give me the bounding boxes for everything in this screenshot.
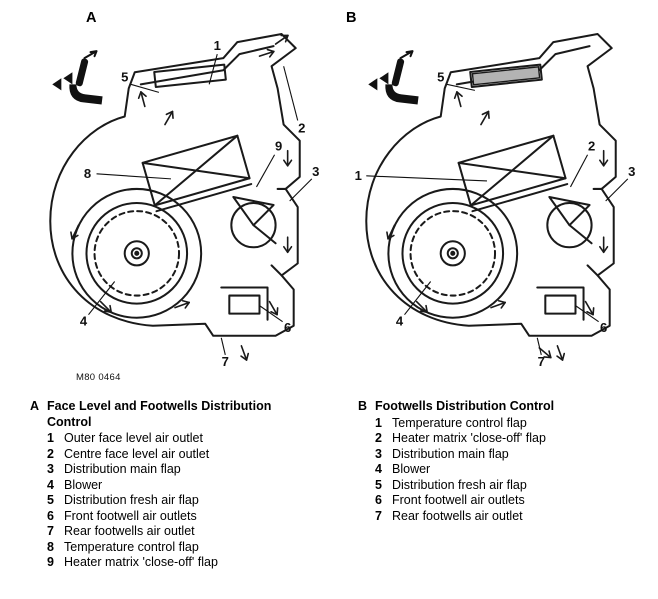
seat-airflow-icon <box>51 50 104 106</box>
legend-row: A Face Level and Footwells Distribution … <box>30 399 658 571</box>
legend-item-number: 8 <box>47 539 54 554</box>
legend-title-text: Footwells Distribution Control <box>375 399 555 413</box>
legend-item-text: Temperature control flap <box>64 539 199 554</box>
callout-number: 9 <box>275 139 282 154</box>
legend-title-text: Face Level and Footwells Distribution Co… <box>47 399 272 429</box>
callout-number: 6 <box>284 320 291 335</box>
hvac-diagram-b: 1 2 3 4 5 6 7 <box>355 28 635 369</box>
legend-item-text: Blower <box>64 477 103 492</box>
legend-b: B Footwells Distribution Control 1 Temper… <box>358 399 658 571</box>
callout-number: 2 <box>298 121 305 136</box>
legend-item-number: 5 <box>47 493 54 507</box>
legend-item: 4 Blower <box>47 478 358 494</box>
legend-item-number: 3 <box>47 462 54 476</box>
legend-item-text: Centre face level air outlet <box>64 446 210 461</box>
legend-item-number: 1 <box>375 415 382 430</box>
legend-a-title: A Face Level and Footwells Distribution … <box>30 399 358 430</box>
legend-item-text: Blower <box>392 462 431 476</box>
legend-item: 1 Temperature control flap <box>375 416 658 432</box>
callout-number: 6 <box>600 320 607 335</box>
legend-item-number: 6 <box>375 493 382 507</box>
legend-item-number: 3 <box>375 446 382 461</box>
legend-item-number: 2 <box>47 446 54 461</box>
legend-key: B <box>358 399 368 413</box>
legend-item: 1 Outer face level air outlet <box>47 431 358 447</box>
figure-reference-code: M80 0464 <box>76 372 121 383</box>
legend-item-text: Front footwell air outlets <box>64 508 197 523</box>
legend-item: 2 Centre face level air outlet <box>47 447 358 463</box>
legend-b-items: 1 Temperature control flap 2 Heater matrix… <box>375 416 658 525</box>
legend-a: A Face Level and Footwells Distribution … <box>30 399 358 571</box>
legend-item-number: 2 <box>375 431 382 445</box>
hvac-housing-a <box>50 34 299 361</box>
legend-item-number: 6 <box>47 508 54 523</box>
callout-number: 2 <box>588 139 595 154</box>
callout-number: 5 <box>121 69 128 84</box>
callout-number: 1 <box>214 38 221 53</box>
legend-item: 2 Heater matrix 'close-off' flap <box>375 431 658 447</box>
diagram-a-label: A <box>86 10 97 26</box>
legend-item: 4 Blower <box>375 462 658 478</box>
legend-item: 3 Distribution main flap <box>47 462 358 478</box>
legend-item-text: Distribution fresh air flap <box>64 493 199 507</box>
legend-item: 7 Rear footwells air outlet <box>47 524 358 540</box>
legend-item-number: 1 <box>47 431 54 445</box>
legend-item-text: Outer face level air outlet <box>64 431 203 445</box>
callout-number: 8 <box>84 166 91 181</box>
legend-item-number: 4 <box>47 477 54 492</box>
legend-item-text: Front footwell air outlets <box>392 493 525 507</box>
legend-b-title: B Footwells Distribution Control <box>358 399 658 415</box>
legend-item-number: 4 <box>375 462 382 476</box>
legend-item-text: Rear footwells air outlet <box>392 508 523 523</box>
figure-row: A <box>24 6 658 370</box>
diagram-b: B <box>340 6 642 370</box>
legend-item-text: Distribution main flap <box>392 446 509 461</box>
closed-flap-shaded <box>471 66 541 86</box>
legend-item-text: Heater matrix 'close-off' flap <box>64 555 218 569</box>
legend-item-text: Distribution main flap <box>64 462 181 476</box>
legend-item-text: Distribution fresh air flap <box>392 477 527 492</box>
legend-item-text: Temperature control flap <box>392 415 527 430</box>
legend-a-items: 1 Outer face level air outlet 2 Centre fac… <box>47 431 358 571</box>
legend-item-number: 5 <box>375 477 382 492</box>
callout-number: 7 <box>538 354 545 369</box>
diagram-b-label: B <box>346 10 357 26</box>
hvac-diagram-a: 1 2 3 4 5 6 7 8 9 <box>24 31 319 369</box>
legend-item-number: 7 <box>47 524 54 538</box>
callout-number: 3 <box>628 164 635 179</box>
legend-item-text: Heater matrix 'close-off' flap <box>392 431 546 445</box>
callout-number: 7 <box>222 354 229 369</box>
callout-number: 1 <box>355 168 362 183</box>
legend-item: 6 Front footwell air outlets <box>375 493 658 509</box>
callout-number: 5 <box>437 69 444 84</box>
callout-number: 4 <box>80 314 88 329</box>
legend-item: 5 Distribution fresh air flap <box>375 478 658 494</box>
legend-item: 3 Distribution main flap <box>375 447 658 463</box>
callout-number: 3 <box>312 164 319 179</box>
diagram-a: A <box>24 6 326 370</box>
legend-item: 8 Temperature control flap <box>47 540 358 556</box>
legend-item: 7 Rear footwells air outlet <box>375 509 658 525</box>
legend-key: A <box>30 399 40 413</box>
legend-item-number: 9 <box>47 555 54 569</box>
legend-item-text: Rear footwells air outlet <box>64 524 195 538</box>
seat-airflow-icon <box>367 50 420 106</box>
callout-number: 4 <box>396 314 404 329</box>
legend-item: 6 Front footwell air outlets <box>47 509 358 525</box>
legend-item-number: 7 <box>375 508 382 523</box>
legend-item: 5 Distribution fresh air flap <box>47 493 358 509</box>
callout-leader-lines <box>88 54 313 356</box>
callout-leader-lines <box>366 83 629 356</box>
legend-item: 9 Heater matrix 'close-off' flap <box>47 555 358 571</box>
